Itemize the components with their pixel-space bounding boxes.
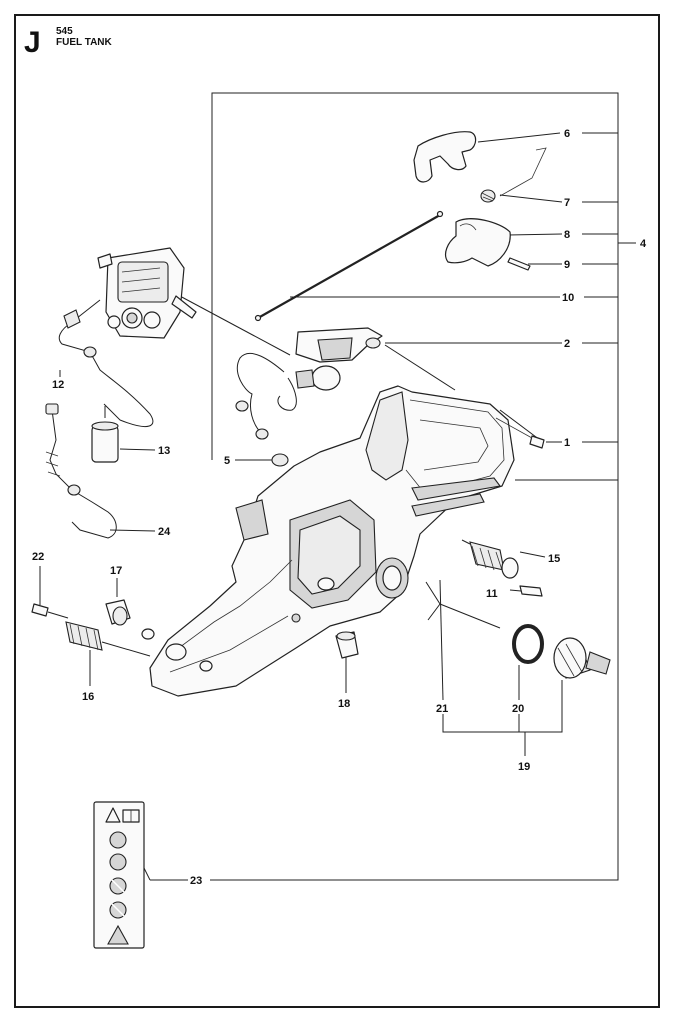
part-1-screw	[495, 417, 545, 449]
part-23-warning-decal	[93, 801, 145, 949]
part-2-cover-plate	[295, 327, 383, 363]
callout-4: 4	[640, 238, 647, 250]
callout-19: 19	[518, 761, 530, 773]
callout-17: 17	[110, 565, 122, 577]
part-19-fuel-cap	[553, 637, 611, 679]
leader-lines	[39, 132, 618, 881]
callout-16: 16	[82, 691, 94, 703]
callout-12: 12	[52, 379, 64, 391]
part-5-bushing	[271, 453, 289, 467]
callout-13: 13	[158, 445, 170, 457]
part-8-throttle-trigger	[444, 218, 511, 267]
part-11-screw	[519, 585, 543, 597]
callout-9: 9	[564, 259, 570, 271]
bracket-lines	[210, 92, 636, 881]
primer-hose-assembly	[235, 352, 341, 440]
part-6-throttle-lockout	[413, 131, 477, 183]
callout-18: 18	[338, 698, 350, 710]
part-7-spring	[480, 147, 547, 203]
callout-20: 20	[512, 703, 524, 715]
part-21-strap	[425, 581, 501, 629]
callout-6: 6	[564, 128, 570, 140]
callout-10: 10	[562, 292, 574, 304]
part-20-gasket	[512, 624, 544, 664]
model-number: 545	[56, 26, 73, 37]
page-frame	[14, 14, 660, 1008]
callout-7: 7	[564, 197, 570, 209]
part-13-fuel-filter	[91, 406, 119, 463]
callout-21: 21	[436, 703, 448, 715]
part-18-plug	[335, 631, 359, 659]
section-letter: J	[24, 26, 41, 59]
callout-15: 15	[548, 553, 560, 565]
carburetor	[97, 247, 197, 339]
callout-1: 1	[564, 437, 570, 449]
callout-11: 11	[486, 588, 498, 600]
callout-2: 2	[564, 338, 570, 350]
callout-24: 24	[158, 526, 171, 538]
page-title: FUEL TANK	[56, 37, 112, 48]
callout-22: 22	[32, 551, 44, 563]
callout-labels: 6 7 8 4 9 10 2 1 5 12 13 24 15 11 22 17 …	[32, 128, 647, 887]
part-24-suction-hose	[45, 403, 117, 539]
callout-8: 8	[564, 229, 570, 241]
part-16-rear-spring	[65, 621, 151, 657]
part-17-damper	[105, 599, 155, 640]
part-22-screw	[31, 603, 69, 619]
part-10-throttle-rod	[254, 210, 444, 322]
part-15-anti-vibration-spring	[461, 539, 519, 579]
callout-23: 23	[190, 875, 202, 887]
fuel-tank-housing	[149, 385, 515, 697]
part-9-pin	[507, 257, 531, 271]
callout-5: 5	[224, 455, 230, 467]
part-12-fuel-hose	[58, 299, 154, 428]
